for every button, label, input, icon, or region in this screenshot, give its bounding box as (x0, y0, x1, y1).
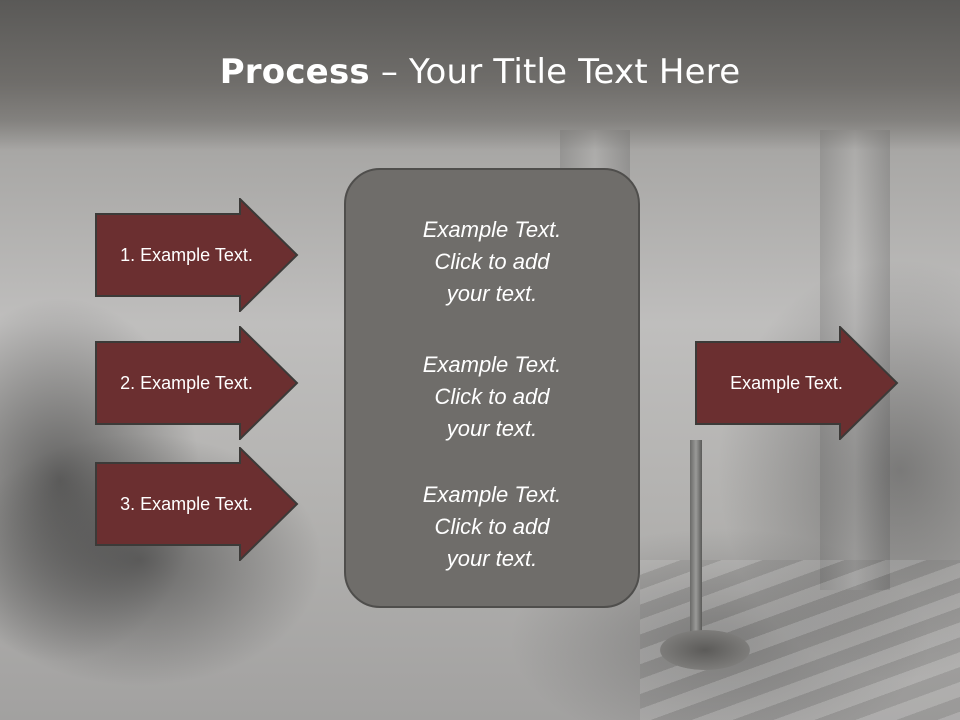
slide-title[interactable]: Process – Your Title Text Here (0, 52, 960, 92)
arrow-step-1[interactable]: 1. Example Text. (94, 198, 299, 312)
panel-line: Click to add (434, 514, 550, 539)
arrow-result-label: Example Text. (730, 372, 843, 393)
arrow-step-3-label: 3. Example Text. (120, 493, 253, 514)
panel-text-block-1[interactable]: Example Text. Click to add your text. (346, 214, 638, 310)
panel-line: Example Text. (422, 352, 562, 377)
background-stand-base (660, 630, 750, 670)
panel-text-block-3[interactable]: Example Text. Click to add your text. (346, 479, 638, 575)
center-text-panel[interactable]: Example Text. Click to add your text. Ex… (344, 168, 640, 608)
panel-line: your text. (446, 281, 538, 306)
arrow-shape (95, 447, 299, 561)
arrow-shape (95, 326, 299, 440)
arrow-step-2[interactable]: 2. Example Text. (94, 326, 299, 440)
arrow-shape (95, 198, 299, 312)
title-bold: Process (219, 52, 370, 92)
panel-line: Click to add (434, 384, 550, 409)
background-stand (690, 440, 702, 650)
arrow-step-1-label: 1. Example Text. (120, 244, 253, 265)
arrow-step-2-label: 2. Example Text. (120, 372, 253, 393)
panel-line: your text. (446, 546, 538, 571)
panel-text-block-2[interactable]: Example Text. Click to add your text. (346, 349, 638, 445)
panel-line: Click to add (434, 249, 550, 274)
panel-line: Example Text. (422, 217, 562, 242)
panel-line: Example Text. (422, 482, 562, 507)
title-band (0, 0, 960, 150)
title-rest: – Your Title Text Here (369, 52, 741, 92)
arrow-shape (695, 326, 899, 440)
arrow-result[interactable]: Example Text. (694, 326, 899, 440)
arrow-step-3[interactable]: 3. Example Text. (94, 447, 299, 561)
panel-line: your text. (446, 416, 538, 441)
